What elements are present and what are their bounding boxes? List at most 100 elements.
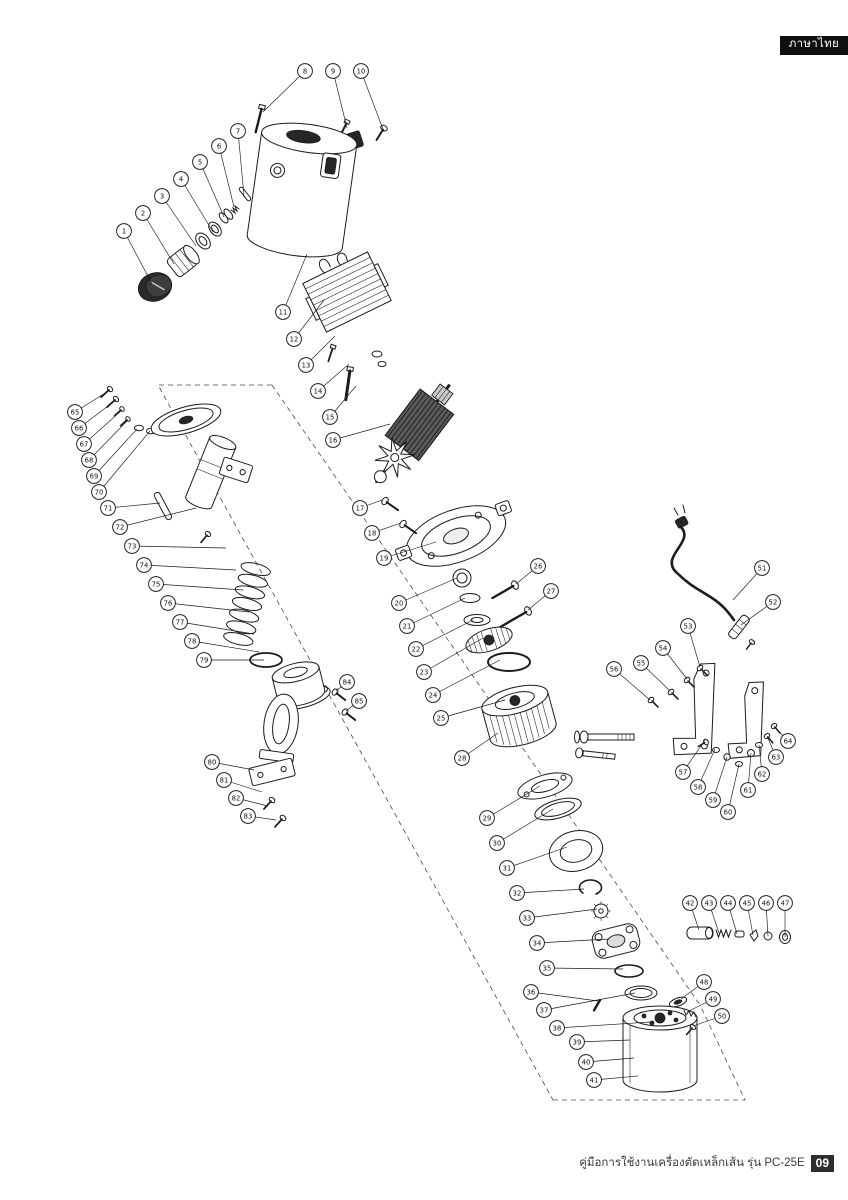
callout-leader xyxy=(516,888,585,894)
callout-leader xyxy=(107,502,161,509)
bolt xyxy=(491,580,519,600)
callout-balloon xyxy=(777,895,793,911)
callout-balloon xyxy=(67,404,83,420)
callout-balloon xyxy=(172,614,188,630)
fan xyxy=(374,437,415,478)
callout-number: 31 xyxy=(503,864,512,872)
callout-number: 12 xyxy=(290,335,299,343)
callout-number: 79 xyxy=(200,656,209,664)
washer xyxy=(377,361,387,367)
callout-leader xyxy=(218,145,235,208)
callout-leader xyxy=(293,299,325,340)
callout-balloon xyxy=(211,138,227,154)
callout-balloon xyxy=(298,357,314,373)
callout-number: 62 xyxy=(758,770,767,778)
callout-leader xyxy=(398,577,458,604)
callout-number: 27 xyxy=(547,587,556,595)
o-ring xyxy=(487,652,531,672)
screw xyxy=(745,639,756,650)
screw xyxy=(200,530,212,544)
callout-balloon xyxy=(148,576,164,592)
callout-balloon xyxy=(549,1020,565,1036)
callout-leader xyxy=(142,212,175,265)
callout-balloon xyxy=(325,432,341,448)
callout-balloon xyxy=(705,991,721,1007)
valve-spring xyxy=(715,928,732,939)
flange xyxy=(517,772,573,800)
callout-number: 15 xyxy=(326,413,335,421)
assembly-guide-lines xyxy=(157,384,746,1101)
callout-leader xyxy=(406,597,466,627)
page-footer: คู่มือการใช้งานเครื่องตัดเหล็กเส้น รุ่น … xyxy=(579,1154,834,1172)
callout-number: 44 xyxy=(724,899,733,907)
screw xyxy=(106,395,120,408)
callout-number: 58 xyxy=(694,783,703,791)
callout-number: 11 xyxy=(279,308,288,316)
hydraulic-cylinder xyxy=(622,1005,698,1093)
hex-bolt xyxy=(574,730,635,744)
callout-number: 76 xyxy=(164,599,173,607)
flange-disc xyxy=(150,403,222,437)
callout-leader xyxy=(83,409,123,445)
callout-leader xyxy=(93,428,138,477)
callout-leader xyxy=(119,507,197,528)
washer xyxy=(371,350,383,358)
coil-spring xyxy=(223,562,271,646)
screw xyxy=(327,343,337,363)
field-coil xyxy=(302,251,392,333)
callout-leader xyxy=(161,195,197,247)
callout-number: 7 xyxy=(236,127,240,135)
callout-number: 68 xyxy=(85,456,94,464)
callout-balloon xyxy=(124,538,140,554)
callout-balloon xyxy=(86,468,102,484)
screw xyxy=(696,664,708,676)
callout-balloon xyxy=(682,895,698,911)
callout-leader xyxy=(543,992,636,1011)
valve-cylinder xyxy=(686,926,714,940)
callout-balloon xyxy=(765,594,781,610)
callout-leader xyxy=(585,1057,635,1063)
callout-balloon xyxy=(754,560,770,576)
callout-balloon xyxy=(536,1002,552,1018)
bearing-ring xyxy=(548,830,604,872)
callout-leader xyxy=(440,699,506,719)
callout-balloon xyxy=(530,558,546,574)
screw xyxy=(375,124,388,141)
callout-number: 66 xyxy=(75,424,84,432)
small-spring xyxy=(230,204,240,215)
motor-housing xyxy=(246,122,358,258)
callout-number: 35 xyxy=(543,964,552,972)
callout-balloon xyxy=(754,766,770,782)
callout-balloon xyxy=(192,154,208,170)
mounting-bracket xyxy=(727,681,764,759)
callout-number: 59 xyxy=(709,796,718,804)
pinion-gear xyxy=(591,901,611,921)
callout-balloon xyxy=(286,331,302,347)
callout-leader xyxy=(383,541,437,559)
callout-leader xyxy=(727,763,740,813)
callout-balloon xyxy=(135,205,151,221)
cutter-head-stem xyxy=(185,434,237,510)
callout-balloon xyxy=(391,595,407,611)
callout-number: 85 xyxy=(355,697,364,705)
callout-balloon xyxy=(454,750,470,766)
callout-number: 70 xyxy=(95,488,104,496)
callout-leader xyxy=(423,637,484,673)
fan-disc xyxy=(465,626,513,654)
side-bracket xyxy=(218,456,254,484)
callout-leader xyxy=(131,545,227,549)
callout-balloon xyxy=(696,974,712,990)
callout-balloon xyxy=(768,749,784,765)
screw xyxy=(763,732,774,744)
ring xyxy=(208,221,222,237)
screw xyxy=(683,676,695,688)
circlip xyxy=(578,879,603,895)
callout-balloon xyxy=(173,171,189,187)
exploded-parts xyxy=(100,103,791,1093)
callout-number: 64 xyxy=(784,737,793,745)
screw xyxy=(331,688,347,702)
callout-balloon xyxy=(720,895,736,911)
callout-number: 18 xyxy=(368,529,377,537)
